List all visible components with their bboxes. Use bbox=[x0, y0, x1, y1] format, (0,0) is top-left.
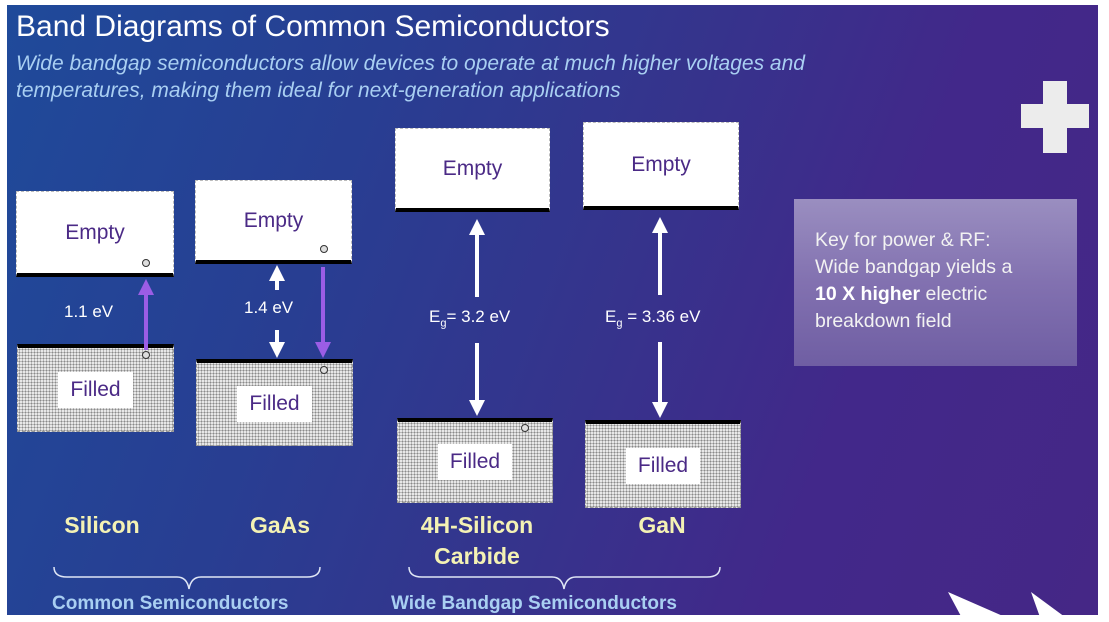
key-line: 10 X higher electric bbox=[815, 281, 1077, 308]
key-line: breakdown field bbox=[815, 310, 952, 332]
hole-icon bbox=[142, 259, 150, 267]
plus-icon bbox=[1021, 81, 1089, 153]
decorative-chevron bbox=[948, 592, 1001, 615]
decorative-chevron bbox=[1031, 592, 1063, 615]
empty-label: Empty bbox=[442, 156, 503, 180]
electron-icon bbox=[320, 366, 328, 374]
empty-label: Empty bbox=[65, 220, 125, 244]
eg-subscript: g bbox=[440, 317, 447, 330]
silicon-conduction-band: Empty bbox=[16, 191, 174, 277]
bandgap-value: = 3.36 eV bbox=[622, 307, 701, 326]
filled-label: Filled bbox=[58, 371, 133, 408]
empty-label: Empty bbox=[631, 152, 691, 176]
filled-label: Filled bbox=[237, 386, 312, 422]
sic-conduction-band: Empty bbox=[395, 128, 550, 212]
key-line: Wide bandgap yields a bbox=[815, 256, 1013, 278]
sic-valence-band: Filled bbox=[397, 418, 553, 503]
empty-label: Empty bbox=[243, 208, 304, 232]
eg-subscript: g bbox=[616, 317, 623, 330]
diagram-overlay bbox=[53, 217, 1063, 615]
slide: Band Diagrams of Common Semiconductors W… bbox=[7, 5, 1098, 615]
gan-valence-band: Filled bbox=[585, 420, 741, 508]
material-gan: GaN bbox=[607, 510, 717, 541]
slide-subtitle: Wide bandgap semiconductors allow device… bbox=[16, 52, 805, 102]
filled-label: Filled bbox=[625, 447, 701, 484]
key-emphasis: 10 X higher bbox=[815, 283, 921, 305]
silicon-valence-band: Filled bbox=[17, 344, 174, 432]
bandgap-label: 1.4 eV bbox=[244, 298, 294, 317]
key-text: electric bbox=[920, 283, 988, 305]
brace-wide bbox=[408, 566, 721, 590]
eg-symbol: E bbox=[605, 307, 617, 326]
material-gaas: GaAs bbox=[225, 510, 335, 541]
bandgap-label: Eg = 3.36 eV bbox=[605, 307, 700, 329]
key-callout: Key for power & RF: Wide bandgap yields … bbox=[794, 199, 1077, 366]
eg-symbol: E bbox=[429, 307, 441, 326]
material-name: Silicon bbox=[64, 512, 140, 538]
gaas-valence-band: Filled bbox=[196, 359, 353, 446]
filled-label: Filled bbox=[437, 444, 513, 480]
material-name-line2: Carbide bbox=[434, 543, 520, 569]
bandgap-label: 1.1 eV bbox=[64, 302, 114, 321]
hole-icon bbox=[320, 245, 328, 253]
group-label-common: Common Semiconductors bbox=[52, 593, 289, 614]
bandgap-value: = 3.2 eV bbox=[446, 307, 511, 326]
key-line: Key for power & RF: bbox=[815, 229, 991, 251]
gan-conduction-band: Empty bbox=[583, 122, 739, 210]
material-silicon: Silicon bbox=[47, 510, 157, 541]
group-label-wide: Wide Bandgap Semiconductors bbox=[391, 593, 677, 614]
electron-icon bbox=[142, 351, 150, 359]
material-name: GaAs bbox=[249, 512, 311, 538]
slide-title: Band Diagrams of Common Semiconductors bbox=[16, 10, 610, 43]
brace-common bbox=[53, 566, 321, 590]
electron-icon bbox=[521, 424, 529, 432]
bandgap-label: Eg= 3.2 eV bbox=[429, 307, 510, 329]
material-name: GaN bbox=[638, 512, 686, 538]
material-name: 4H-Silicon bbox=[420, 512, 534, 538]
